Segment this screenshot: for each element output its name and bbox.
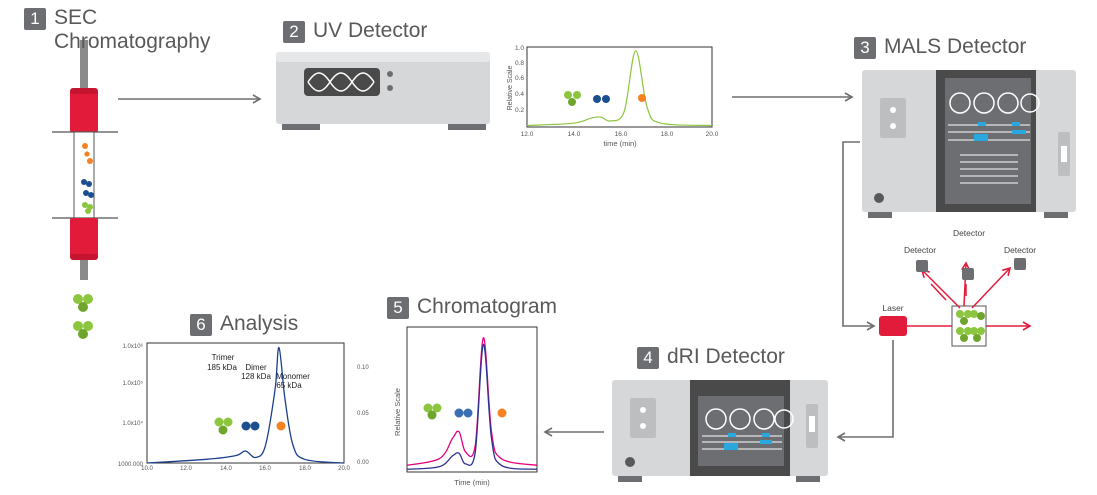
step-number: 2 [283,21,305,43]
chromatogram-xlabel: Time (min) [454,478,490,487]
uv-ytick: 0.4 [515,91,524,98]
column-particles [81,143,94,214]
analysis-ytick-right: 0.00 [357,460,369,466]
dri-detector-device [612,380,828,482]
analysis-x-ticks: 10.0 12.0 14.0 16.0 18.0 20.0 [141,466,350,472]
uv-ytick: 1.0 [515,45,524,52]
step-title-text: SEC Chromatography [54,6,210,54]
analysis-annotations: Trimer 185 kDa Dimer 128 kDa Monomer 65 … [207,353,310,390]
uv-trace [526,50,713,127]
detector-label-top: Detector [953,228,985,238]
analysis-ytick-right: 0.10 [357,365,369,371]
detector-label-right: Detector [1004,245,1036,255]
step-title-line2: Chromatography [54,30,211,53]
laser-label: Laser [882,303,903,313]
chromatogram-ylabel: Relative Scale [393,388,402,436]
analysis-xtick: 16.0 [259,466,271,472]
uv-xtick: 18.0 [661,131,674,138]
analysis-xtick: 18.0 [299,466,311,472]
step-title-text: Analysis [220,312,299,335]
analysis-y-left-ticks: 1.0x10⁶ 1.0x10⁵ 1.0x10⁴ 1000.000 [118,343,144,468]
uv-y-ticks: 1.0 0.8 0.6 0.4 0.2 [515,45,524,114]
monomer-mass: 65 kDa [276,381,302,390]
chromatogram-particles [423,403,507,420]
uv-ytick: 0.6 [515,75,524,82]
step-number: 5 [387,297,409,319]
step-title-text: MALS Detector [884,35,1027,58]
step-6-title: 6 Analysis [190,312,298,336]
chromatogram-trace-magenta [406,337,538,466]
uv-chart: 1.0 0.8 0.6 0.4 0.2 12.0 14.0 16.0 18.0 … [507,45,719,148]
monomer-label: Monomer [276,372,310,381]
uv-particles [564,91,646,106]
step-5-title: 5 Chromatogram [387,295,557,319]
dimer-mass: 128 kDa [241,372,271,381]
step-number: 3 [854,37,876,59]
analysis-ytick-left: 1.0x10⁵ [122,380,143,387]
chromatogram-chart: Relative Scale Time (min) [393,326,538,487]
analysis-xtick: 14.0 [220,466,232,472]
uv-xlabel: time (min) [603,139,637,148]
step-4-title: 4 dRI Detector [637,345,785,369]
analysis-y-right-ticks: 0.10 0.05 0.00 [357,365,369,466]
analysis-particles [214,417,286,435]
analysis-ytick-left: 1.0x10⁴ [122,420,143,427]
step-1-title: 1 SEC Chromatography [24,6,210,54]
analysis-ytick-left: 1.0x10⁶ [123,343,144,350]
step-title-text: Chromatogram [417,295,558,318]
uv-xtick: 16.0 [615,131,628,138]
uv-detector-device [276,52,490,130]
analysis-xtick: 12.0 [180,466,192,472]
step-number: 1 [24,8,46,30]
analysis-xtick: 10.0 [141,466,153,472]
dimer-label: Dimer [245,363,267,372]
uv-ytick: 0.8 [515,60,524,67]
analysis-trace [146,346,345,464]
mals-schematic: Laser Detector Detector Detector [879,228,1036,347]
flow-arrows [118,92,894,442]
analysis-ytick-left: 1000.000 [118,462,144,468]
step-title-line1: SEC [54,6,98,29]
detector-label-left: Detector [904,245,936,255]
trimer-mass: 185 kDa [207,363,237,372]
uv-x-ticks: 12.0 14.0 16.0 18.0 20.0 [521,131,719,138]
chromatogram-trace-blue [406,343,538,470]
step-number: 6 [190,314,212,336]
uv-xtick: 20.0 [706,131,719,138]
uv-ytick: 0.2 [515,107,524,114]
eluted-trimers [73,294,93,339]
step-2-title: 2 UV Detector [283,19,427,43]
uv-xtick: 12.0 [521,131,534,138]
step-title-text: UV Detector [313,19,428,42]
uv-ylabel: Relative Scale [507,66,514,111]
uv-xtick: 14.0 [568,131,581,138]
analysis-chart: 1.0x10⁶ 1.0x10⁵ 1.0x10⁴ 1000.000 0.10 0.… [118,342,369,472]
analysis-ytick-right: 0.05 [357,411,369,417]
step-number: 4 [637,347,659,369]
sec-column [52,40,118,280]
step-title-text: dRI Detector [667,345,785,368]
analysis-xtick: 20.0 [338,466,350,472]
mals-detector-device [862,70,1076,218]
step-3-title: 3 MALS Detector [854,35,1026,59]
trimer-label: Trimer [212,353,235,362]
